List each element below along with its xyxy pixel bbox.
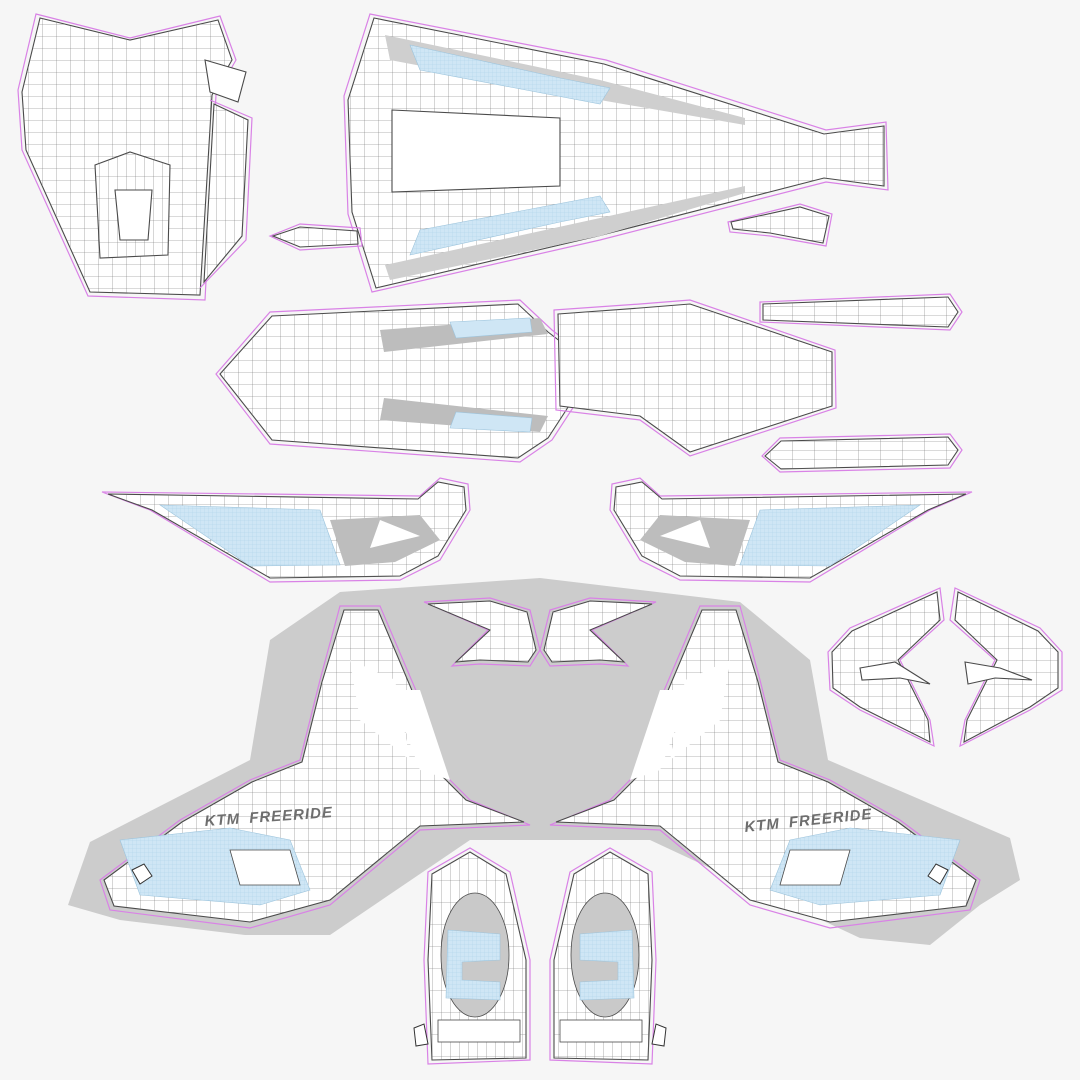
small-bracket-right [727,203,833,247]
brand-text-left: KTM [204,811,241,830]
brand-text-right: KTM [744,815,781,836]
small-part-left [423,597,541,667]
number-plate-right [549,847,667,1065]
headlight-mask-island [17,13,253,301]
small-bracket-left [268,223,363,251]
side-panel-right [609,477,973,583]
small-part-right [539,597,657,667]
number-plate-left [413,847,531,1065]
ktm-freeride-logo-left: KTM FREERIDE [204,804,333,830]
rear-fender-island [553,299,837,457]
model-text-left: FREERIDE [249,804,334,827]
seat-island [343,13,889,293]
headlight-bracket-right [949,587,1063,748]
tank-cover-island [215,299,579,463]
radiator-shroud-right: KTM FREERIDE [549,605,981,929]
radiator-shroud-left: KTM FREERIDE [99,605,531,929]
side-panel-left [101,477,471,583]
strip-upper [759,293,963,331]
headlight-bracket-left [827,587,945,748]
strip-lower [761,433,963,473]
